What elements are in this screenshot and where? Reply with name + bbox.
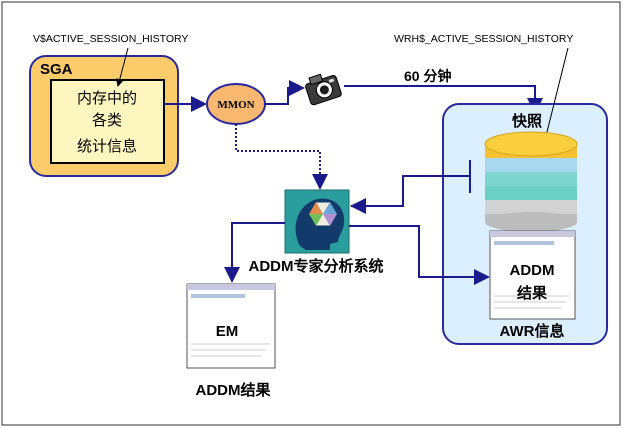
em-label: EM xyxy=(216,323,239,340)
addm-to-awr-result-arrow xyxy=(349,225,490,285)
addm-result-left-label: ADDM结果 xyxy=(196,381,272,399)
addm-head-icon xyxy=(284,189,350,254)
memory-stats-line-1: 内存中的 xyxy=(77,90,137,107)
awr-addm-result-line-2: 结果 xyxy=(517,284,548,302)
addm-to-em-arrow xyxy=(224,222,285,283)
vsession-label: V$ACTIVE_SESSION_HISTORY xyxy=(33,33,188,45)
awr-addm-result-line-1: ADDM xyxy=(510,262,555,279)
awr-addm-document xyxy=(489,230,576,320)
mmon-to-camera-arrow xyxy=(265,80,305,105)
addm-system-label: ADDM专家分析系统 xyxy=(249,257,384,275)
memory-stats-box xyxy=(50,79,165,164)
mmon-label: MMON xyxy=(217,99,254,111)
memory-stats-line-3: 统计信息 xyxy=(77,138,137,155)
memory-stats-line-2: 各类 xyxy=(92,112,122,129)
snapshot-label: 快照 xyxy=(512,112,542,130)
vsession-pointer xyxy=(115,47,129,87)
mmon-to-addm-dotted-arrow xyxy=(235,124,328,190)
wrh-label: WRH$_ACTIVE_SESSION_HISTORY xyxy=(394,33,573,45)
interval-label: 60 分钟 xyxy=(404,68,451,84)
database-cylinder-icon xyxy=(484,131,578,232)
camera-icon xyxy=(305,73,342,106)
em-document xyxy=(186,283,276,369)
addm-to-database-link xyxy=(351,175,470,207)
awr-info-label: AWR信息 xyxy=(500,322,565,340)
sga-label: SGA xyxy=(40,61,73,78)
wrh-pointer xyxy=(542,47,569,141)
